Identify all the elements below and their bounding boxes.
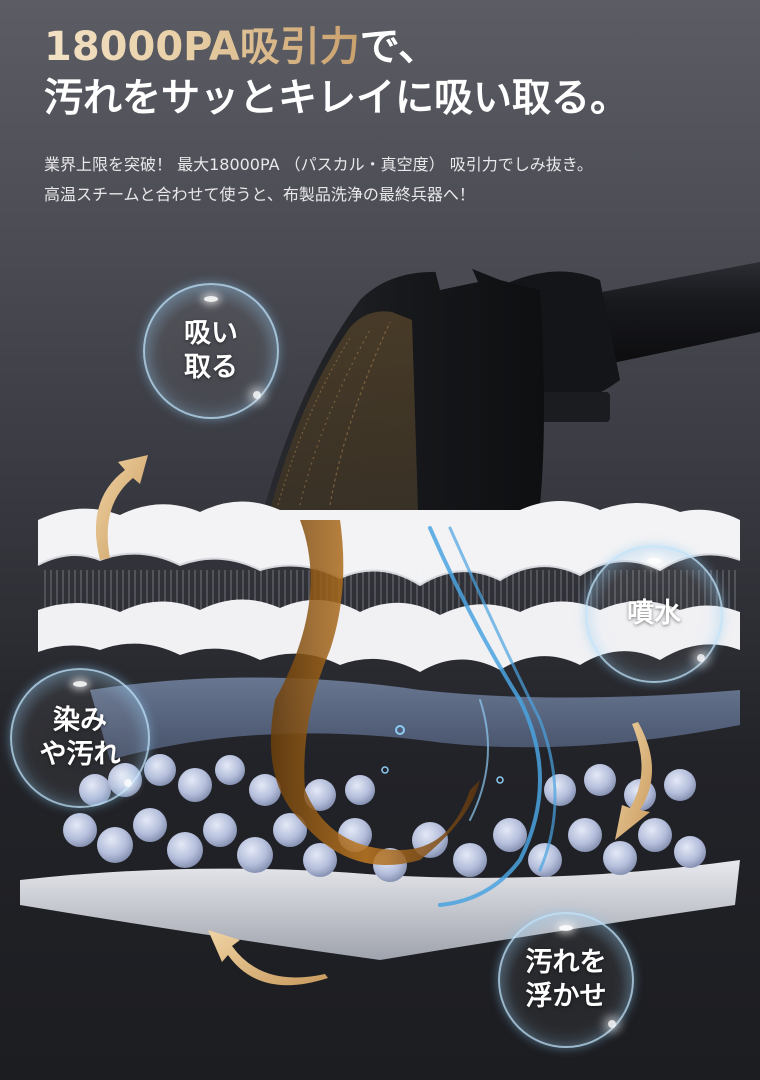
vacuum-handle (510, 262, 760, 422)
base-pad-layer (20, 860, 740, 960)
mesh-fabric-layer (38, 599, 740, 672)
bubble-spray: 噴水 (585, 545, 723, 683)
headline-line1-suffix: で、 (359, 24, 439, 70)
blue-membrane-layer (90, 677, 740, 760)
up-arrow-top-left-icon (95, 455, 148, 560)
bubble-spray-label: 噴水 (627, 598, 681, 629)
spot-cleaner-nozzle (255, 264, 544, 528)
bubble-lift-dirt-label: 汚れを 浮かせ (525, 947, 607, 1012)
headline-suction-power: 18000PA吸引力 (44, 24, 360, 70)
headline-line-2: 汚れをサッとキレイに吸い取る。 (44, 76, 630, 121)
bubble-stains-label: 染み や汚れ (39, 705, 121, 770)
subtext-line-2: 高温スチームと合わせて使うと、布製品洗浄の最終兵器へ！ (44, 185, 475, 204)
bubble-lift-dirt: 汚れを 浮かせ (498, 912, 634, 1048)
bubble-stains: 染み や汚れ (10, 668, 150, 808)
bubble-suction-label: 吸い 取る (184, 318, 238, 383)
headline-line-1: 18000PA吸引力で、 (44, 22, 629, 72)
headline: 18000PA吸引力で、 汚れをサッとキレイに吸い取る。 (44, 22, 629, 124)
subtext-line-1: 業界上限を突破！ 最大18000PA （パスカル・真空度） 吸引力でしみ抜き。 (44, 155, 593, 174)
dirt-stream (270, 520, 480, 865)
water-stream (381, 526, 557, 907)
subtext: 業界上限を突破！ 最大18000PA （パスカル・真空度） 吸引力でしみ抜き。 … (44, 150, 593, 210)
down-arrow-right-icon (615, 722, 653, 840)
up-arrow-bottom-icon (208, 930, 328, 986)
bubble-suction: 吸い 取る (143, 283, 279, 419)
